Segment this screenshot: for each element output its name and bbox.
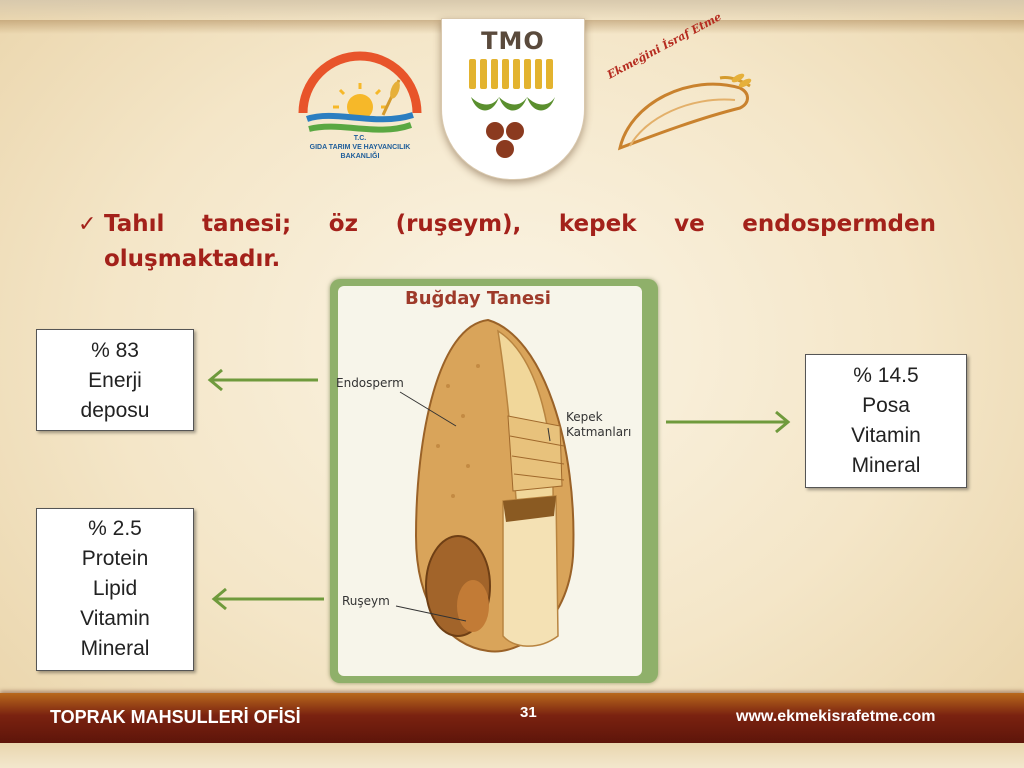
energy-percent: % 83 (91, 339, 139, 362)
footer-bar: TOPRAK MAHSULLERİ OFİSİ 31 www.ekmekisra… (0, 693, 1024, 743)
arrow-left-icon (207, 368, 318, 392)
posa-line: Mineral (851, 454, 921, 477)
figure-panel (338, 286, 642, 676)
figure-title: Buğday Tanesi (405, 288, 551, 309)
wheat-grain-illustration (395, 318, 575, 653)
posa-box: % 14.5 Posa Vitamin Mineral (805, 354, 967, 488)
posa-line: Posa (862, 394, 910, 417)
campaign-logo: Ekmeğini İsraf Etme (600, 10, 760, 158)
label-ruseym: Ruşeym (342, 594, 390, 608)
arrow-right-icon (666, 410, 791, 434)
top-band (0, 0, 1024, 22)
protein-line: Protein (81, 547, 149, 570)
energy-box: % 83 Enerji deposu (36, 329, 194, 431)
ministry-logo: T.C. GIDA TARIM VE HAYVANCILIK BAKANLIĞI (295, 45, 425, 175)
protein-box: % 2.5 Protein Lipid Vitamin Mineral (36, 508, 194, 671)
ministry-tc: T.C. (353, 135, 367, 142)
protein-percent: % 2.5 (88, 517, 142, 540)
posa-line: Vitamin (851, 424, 921, 447)
label-endosperm: Endosperm (336, 376, 404, 390)
tmo-logo: TMO (441, 18, 585, 180)
ministry-name-2: BAKANLIĞI (340, 153, 380, 160)
checkmark-icon: ✓ (78, 212, 97, 237)
energy-line: Enerji (88, 369, 142, 392)
slide-heading: Tahıl tanesi; öz (ruşeym), kepek ve endo… (104, 211, 936, 272)
label-kepek: Kepek (566, 410, 603, 424)
energy-line: deposu (80, 399, 150, 422)
wheat-emblem-icon (469, 59, 555, 158)
bottom-strip (0, 743, 1024, 768)
tmo-logo-text: TMO (481, 27, 545, 55)
ministry-emblem-icon (298, 51, 422, 133)
ministry-name: GIDA TARIM VE HAYVANCILIK (309, 144, 411, 151)
posa-percent: % 14.5 (853, 364, 919, 387)
bread-icon (617, 73, 752, 151)
label-katmanlari: Katmanları (566, 425, 632, 439)
footer-url[interactable]: www.ekmekisrafetme.com (736, 708, 936, 725)
arrow-left-icon (211, 587, 324, 611)
page-number: 31 (520, 704, 537, 721)
footer-org: TOPRAK MAHSULLERİ OFİSİ (50, 707, 301, 727)
protein-line: Lipid (92, 577, 138, 600)
protein-line: Mineral (80, 637, 150, 660)
protein-line: Vitamin (80, 607, 150, 630)
